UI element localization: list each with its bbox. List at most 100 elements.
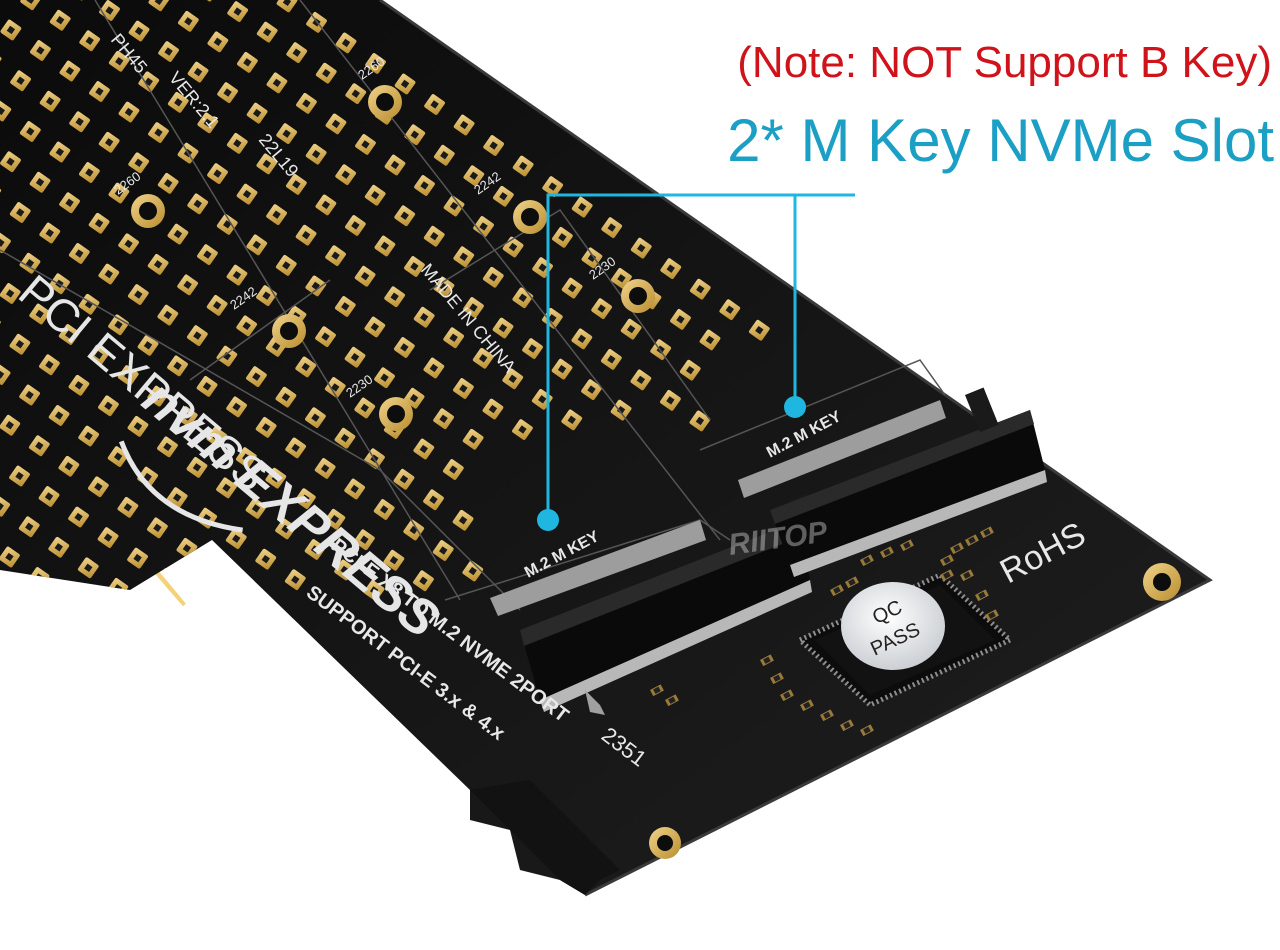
gold-pad <box>206 558 227 580</box>
gold-pad <box>748 319 770 341</box>
gold-pad <box>89 81 110 102</box>
gold-pad <box>186 457 208 478</box>
gold-pad <box>374 235 396 257</box>
gold-pad <box>158 41 179 62</box>
gold-pad <box>344 346 366 368</box>
gold-pad <box>178 10 199 32</box>
gold-pad <box>20 0 42 11</box>
gold-pad <box>462 428 484 450</box>
bracket-tab <box>470 780 681 895</box>
gold-pad <box>68 243 90 264</box>
gold-pad <box>225 528 247 549</box>
gold-pad <box>492 317 514 339</box>
gold-pad <box>689 410 711 432</box>
gold-pad <box>245 498 267 519</box>
gold-pad <box>463 165 485 187</box>
gold-pad <box>98 131 120 153</box>
gold-pad <box>384 154 406 176</box>
smd-component <box>830 584 844 597</box>
gold-pad <box>118 233 139 255</box>
gold-pad <box>345 215 366 236</box>
gold-pad <box>334 296 356 317</box>
mount-holes <box>131 85 1181 601</box>
gold-pad <box>275 386 297 408</box>
smd-component <box>959 569 974 582</box>
mounting-pad-grid <box>0 0 770 610</box>
smd-component <box>900 539 914 552</box>
gold-pad <box>147 517 168 539</box>
gold-pad <box>29 303 51 325</box>
gold-pad <box>601 217 623 238</box>
gold-pad <box>630 369 652 391</box>
gold-pad <box>127 415 149 437</box>
gold-pad <box>443 195 465 217</box>
gold-pad <box>462 560 484 582</box>
gold-pad <box>128 20 150 42</box>
gold-pad <box>226 264 248 286</box>
gold-pad <box>19 121 41 142</box>
gold-pad <box>236 315 258 337</box>
gold-pad <box>19 384 40 406</box>
gold-pad <box>473 216 494 237</box>
gold-pad <box>432 540 454 561</box>
gold-pad <box>256 21 278 43</box>
gold-pad <box>39 90 61 112</box>
gold-pad <box>394 337 415 358</box>
smd-component <box>770 672 784 685</box>
gold-pad <box>117 496 139 518</box>
gold-pad <box>453 246 475 268</box>
gold-pad <box>315 62 337 84</box>
gold-pad <box>335 164 357 186</box>
gold-pad <box>108 182 130 204</box>
gold-pad <box>324 377 346 398</box>
gold-pad <box>206 295 228 316</box>
gold-pad <box>699 329 721 351</box>
gold-pad <box>255 548 277 570</box>
gold-pad <box>196 376 218 397</box>
gold-pad <box>68 374 90 396</box>
gold-pad <box>49 141 71 163</box>
gold-pad <box>383 549 405 571</box>
callout-lines <box>546 193 855 520</box>
gold-pad <box>78 425 99 447</box>
gold-pad <box>98 395 119 417</box>
smd-component <box>965 534 979 547</box>
gold-pad <box>0 495 11 517</box>
gold-pad <box>176 406 198 427</box>
gold-pad <box>226 133 248 154</box>
gold-pad <box>393 468 415 490</box>
gold-pad <box>670 309 691 330</box>
gold-pad <box>39 354 60 376</box>
gold-pad <box>482 398 504 420</box>
gold-pad <box>227 1 249 22</box>
gold-pad <box>512 155 534 177</box>
gold-pad <box>216 214 238 235</box>
gold-pad <box>235 447 257 468</box>
gold-pad <box>522 338 543 359</box>
gold-pad <box>266 72 288 94</box>
gold-pad <box>571 328 593 350</box>
gold-pad <box>453 114 475 136</box>
gold-pad <box>561 277 583 299</box>
gold-pad <box>394 73 416 95</box>
gold-pad <box>542 176 564 197</box>
gold-pad <box>167 91 189 113</box>
gold-pad <box>620 318 642 340</box>
gold-pad <box>28 435 50 457</box>
gold-pad <box>0 364 11 385</box>
gold-pad <box>187 61 209 83</box>
gold-pad <box>285 437 306 459</box>
gold-pad <box>315 326 336 348</box>
gold-pad <box>442 459 464 480</box>
gold-pad <box>127 284 149 305</box>
gold-pad <box>354 397 376 419</box>
smd-component <box>800 699 814 712</box>
gold-pad <box>68 506 89 528</box>
gold-pad <box>58 455 80 477</box>
gold-pad <box>97 527 119 548</box>
gold-pad <box>354 265 376 287</box>
gold-pad <box>167 355 188 377</box>
gold-pad <box>365 53 386 74</box>
mount-hole-bracket-right <box>1143 563 1181 601</box>
gold-pad <box>58 324 80 345</box>
